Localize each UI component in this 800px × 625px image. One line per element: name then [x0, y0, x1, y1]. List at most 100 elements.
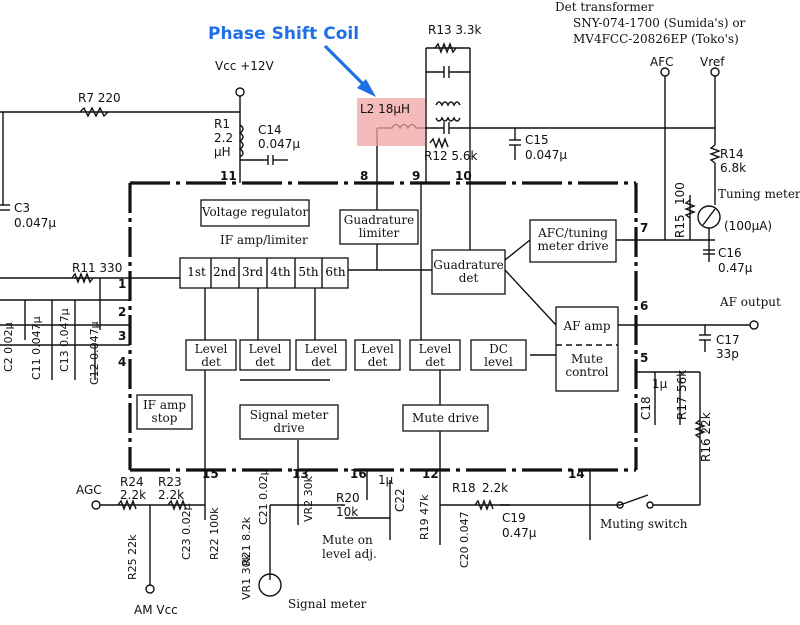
level-det-3-label-2: det [311, 355, 331, 369]
c18-value: 1μ [652, 377, 668, 391]
c11-label: C11 0.047μ [30, 316, 43, 380]
r17-label: R17 [675, 396, 689, 420]
c15-label: C15 [525, 133, 549, 147]
level-det-2-label-1: Level [248, 342, 282, 356]
pin-2: 2 [118, 305, 127, 319]
c19-value: 0.47μ [502, 526, 537, 540]
level-det-1-label-1: Level [194, 342, 228, 356]
c3-value: 0.047μ [14, 216, 56, 230]
if-stage-strip [179, 257, 349, 289]
pin-8: 8 [360, 169, 369, 183]
level-det-4-label-2: det [367, 355, 388, 369]
mute-on-label-2: level adj. [322, 547, 377, 561]
function-blocks [136, 199, 619, 440]
agc-label: AGC [76, 483, 102, 497]
afc-drive-label-2: meter drive [537, 239, 609, 253]
quadrature-limiter-label-1: Guadrature [343, 213, 415, 227]
pin-6: 6 [640, 299, 649, 313]
bottom-wiring [91, 470, 510, 597]
c2-label: C2 0.02μ [2, 322, 15, 372]
c19-label: C19 [502, 511, 526, 525]
if-stage-5: 5th [298, 265, 319, 279]
c3-label: C3 [14, 201, 31, 215]
r25-label: R25 22k [126, 534, 139, 580]
mute-on-label-1: Mute on [322, 533, 373, 547]
c23-label: C23 0.02μ [180, 503, 193, 560]
r1-unit: μH [214, 145, 231, 159]
c12-label: C12 0.047μ [88, 321, 101, 385]
pin-15: 15 [202, 467, 219, 481]
am-vcc-label: AM Vcc [134, 603, 178, 617]
c15-value: 0.047μ [525, 148, 567, 162]
af-amp-label: AF amp [563, 319, 611, 333]
c14-label: C14 [258, 123, 282, 137]
pin-12: 12 [422, 467, 439, 481]
level-det-4-label-1: Level [361, 342, 394, 356]
if-stage-1: 1st [187, 265, 206, 279]
callout-arrow [323, 44, 376, 97]
r15-label: R15 [673, 214, 687, 238]
r13-label: R13 3.3k [428, 23, 482, 37]
level-det-3-label-1: Level [304, 342, 338, 356]
signal-meter-drive-label-1: Signal meter [249, 408, 329, 422]
det-transformer-part1: SNY-074-1700 (Sumida's) or [573, 16, 746, 30]
level-det-2-label-2: det [255, 355, 275, 369]
input-wiring [0, 272, 180, 380]
r24-label: R24 [120, 475, 144, 489]
mute-drive-block [402, 404, 489, 432]
det-transformer-part2: MV4FCC-20826EP (Toko's) [573, 32, 739, 46]
c17-value: 33p [716, 347, 739, 361]
level-det-2 [239, 339, 291, 371]
if-stage-3: 3rd [241, 265, 264, 279]
supply-wiring [0, 42, 759, 540]
r14-label: R14 [720, 147, 744, 161]
mute-drive-label: Mute drive [412, 411, 479, 425]
c16-value: 0.47μ [718, 261, 753, 275]
phase-shift-coil-callout: Phase Shift Coil [208, 24, 360, 44]
level-det-3 [295, 339, 347, 371]
r1-value: 2.2 [214, 131, 234, 145]
level-det-5 [409, 339, 461, 371]
if-amp-stop-label-2: stop [151, 411, 178, 425]
vcc-label: Vcc +12V [215, 59, 274, 73]
dc-level-label-1: DC [489, 342, 508, 356]
signal-meter-drive-label-2: drive [273, 421, 305, 435]
r7-label: R7 220 [78, 91, 121, 105]
voltage-regulator-block [200, 199, 310, 227]
r11-label: R11 330 [72, 261, 123, 275]
phase-shift-coil-highlight [357, 98, 425, 146]
quadrature-det-label-1: Guadrature [433, 258, 504, 272]
level-det-4 [354, 339, 401, 371]
pin-5: 5 [640, 351, 649, 365]
mute-control-label-1: Mute [571, 352, 603, 366]
r22-label: R22 100k [208, 507, 221, 560]
c17-label: C17 [716, 333, 740, 347]
meter-current-label: (100μA) [724, 219, 773, 233]
if-stage-6: 6th [325, 265, 346, 279]
afc-drive-label-1: AFC/tuning [538, 226, 608, 240]
r16-label: R16 22k [699, 412, 713, 462]
if-amp-limiter-label: IF amp/limiter [220, 233, 308, 247]
vref-label: Vref [700, 55, 725, 69]
pin-13: 13 [292, 467, 309, 481]
r24-value: 2.2k [120, 488, 147, 502]
r12-label: R12 5.6k [424, 149, 478, 163]
dc-level-block [470, 339, 527, 371]
pin-9: 9 [412, 169, 421, 183]
r23-value: 2.2k [158, 488, 185, 502]
signal-meter-label: Signal meter [288, 597, 367, 611]
mute-control-label-2: control [565, 365, 609, 379]
af-output-label: AF output [720, 295, 781, 309]
r18-value: 2.2k [482, 481, 509, 495]
quadrature-limiter-block [339, 209, 419, 245]
tuning-meter-label: Tuning meter [718, 187, 800, 201]
af-amp-mute-block [555, 306, 619, 392]
dc-level-label-2: level [484, 355, 513, 369]
r14-value: 6.8k [720, 161, 747, 175]
r20-label: R20 [336, 491, 360, 505]
c13-label: C13 0.047μ [58, 308, 71, 372]
l2-label: L2 18μH [360, 102, 411, 116]
c22-value: 1μ [378, 473, 394, 487]
if-stage-2: 2nd [212, 265, 237, 279]
